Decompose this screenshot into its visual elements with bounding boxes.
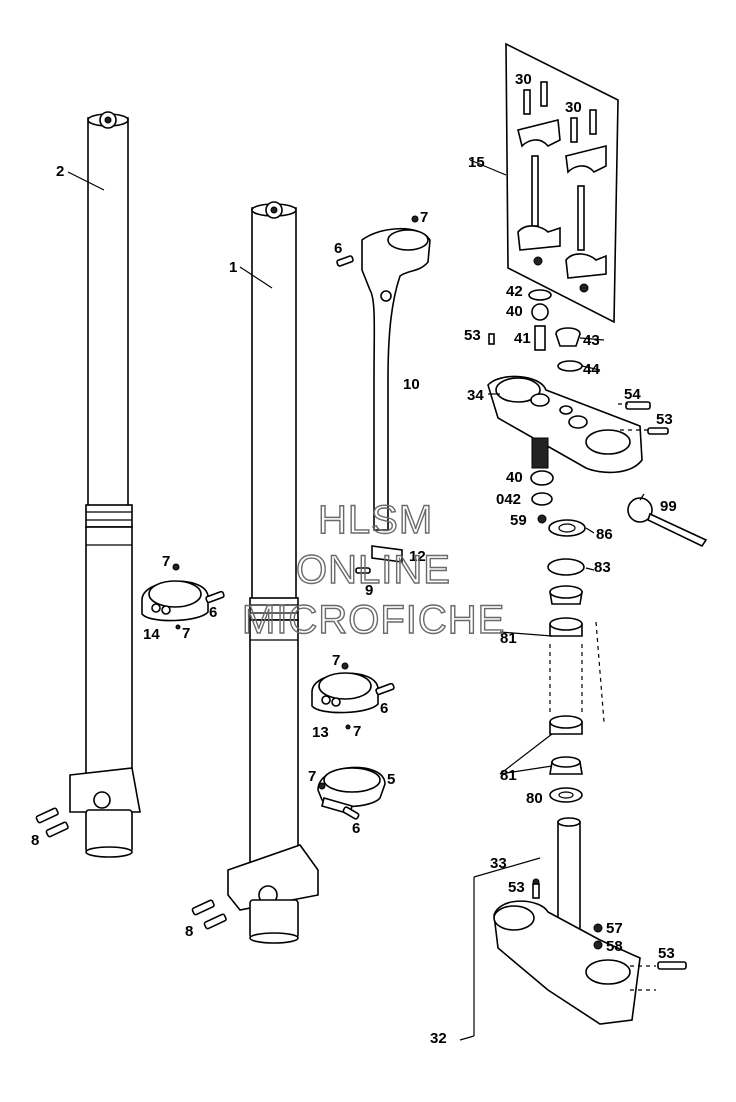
handlebar-clamp-kit-15: [505, 42, 619, 324]
callout-8: 8: [185, 923, 193, 940]
callout-6: 6: [334, 240, 342, 257]
callout-54: 54: [624, 386, 641, 403]
callout-6: 6: [352, 820, 360, 837]
callout-86: 86: [596, 526, 613, 543]
callout-53: 53: [508, 879, 525, 896]
lower-triple-clamp-32: [493, 817, 687, 1025]
callout-7: 7: [308, 768, 316, 785]
callout-99: 99: [660, 498, 677, 515]
watermark: HLSM ONLINE MICROFICHE: [241, 497, 505, 642]
callout-53: 53: [658, 945, 675, 962]
dashed-assembly-lines: [549, 621, 605, 723]
callout-6: 6: [380, 700, 388, 717]
callout-43: 43: [583, 332, 600, 349]
callout-80: 80: [526, 790, 543, 807]
callout-042: 042: [496, 491, 521, 508]
callout-40: 40: [506, 469, 523, 486]
tool-99: [627, 497, 708, 548]
steering-bearing-set: [547, 519, 586, 803]
callout-9: 9: [365, 582, 373, 599]
callout-14: 14: [143, 626, 160, 643]
callout-10: 10: [403, 376, 420, 393]
callout-58: 58: [606, 938, 623, 955]
callout-83: 83: [594, 559, 611, 576]
callout-8: 8: [31, 832, 39, 849]
callout-57: 57: [606, 920, 623, 937]
callout-33: 33: [490, 855, 507, 872]
watermark-line-1: HLSM: [318, 498, 433, 542]
watermark-line-3: MICROFICHE: [242, 598, 505, 642]
callout-42: 42: [506, 283, 523, 300]
callout-81: 81: [500, 630, 517, 647]
clamp-13: [311, 662, 395, 730]
callout-7: 7: [420, 209, 428, 226]
callout-53: 53: [656, 411, 673, 428]
leader-lines: [67, 159, 656, 1041]
callout-44: 44: [583, 361, 600, 378]
callout-7: 7: [353, 723, 361, 740]
axle-clamp-bolts-left: [35, 807, 69, 838]
callout-40: 40: [506, 303, 523, 320]
callout-15: 15: [468, 154, 485, 171]
clamp-14: [141, 563, 225, 630]
callout-41: 41: [514, 330, 531, 347]
callout-30: 30: [515, 71, 532, 88]
callout-6: 6: [209, 604, 217, 621]
callout-53: 53: [464, 327, 481, 344]
callout-32: 32: [430, 1030, 447, 1047]
upper-triple-clamp-34: [487, 289, 669, 524]
callout-34: 34: [467, 387, 484, 404]
watermark-line-2: ONLINE: [296, 548, 451, 592]
clamp-5: [317, 766, 386, 820]
callout-59: 59: [510, 512, 527, 529]
callout-13: 13: [312, 724, 329, 741]
callout-5: 5: [387, 771, 395, 788]
axle-clamp-bolts-center: [191, 899, 227, 930]
fork-leg-2: [69, 111, 141, 858]
callout-12: 12: [409, 548, 426, 565]
callout-labels: 2 1 7 6 10 12 9 7 6 14 7 7 6 13 7 7 5 6 …: [31, 71, 677, 1047]
callout-81: 81: [500, 767, 517, 784]
callout-7: 7: [162, 553, 170, 570]
handlebar-10: [336, 215, 431, 574]
fork-leg-1: [227, 201, 319, 944]
callout-7: 7: [182, 625, 190, 642]
callout-2: 2: [56, 163, 64, 180]
callout-7: 7: [332, 652, 340, 669]
callout-1: 1: [229, 259, 237, 276]
callout-30: 30: [565, 99, 582, 116]
